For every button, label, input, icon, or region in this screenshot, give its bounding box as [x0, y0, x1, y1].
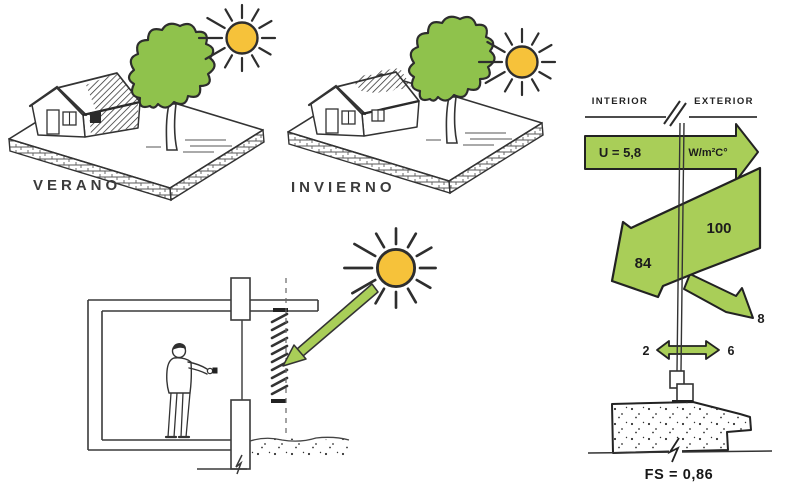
interior-label: INTERIOR — [592, 96, 649, 107]
verano-label: VERANO — [33, 177, 121, 194]
window-frame — [669, 370, 694, 405]
u-value-arrow — [584, 123, 759, 182]
sun-beam-arrow — [282, 283, 379, 367]
lintel-column — [230, 277, 251, 321]
wall-shade-hatch — [89, 103, 138, 135]
room-section-scene — [87, 226, 438, 475]
conv-interior-value: 2 — [643, 344, 650, 358]
reflected-value: 8 — [757, 311, 764, 326]
invierno-scene: INVIERNO — [287, 15, 557, 196]
exterior-ground — [250, 438, 351, 456]
incident-value: 100 — [706, 220, 731, 237]
person-figure — [164, 343, 218, 439]
reflected-arrow-8 — [683, 273, 754, 319]
ground-line — [197, 454, 247, 475]
u-value-text: U = 5,8 — [599, 145, 641, 160]
concrete-sill-texture — [612, 402, 751, 453]
solar-factor-label: FS = 0,86 — [645, 467, 714, 483]
u-units-text: W/m²C° — [688, 147, 727, 159]
break-symbol — [663, 100, 687, 127]
roof-shade-hatch — [355, 68, 411, 94]
flow-diagram: INTERIOR EXTERIOR U = 5,8 W/m²C° 100 84 … — [584, 96, 773, 483]
incident-transmitted-arrow — [610, 166, 762, 299]
exchange-arrow — [656, 340, 720, 360]
transmitted-value: 84 — [635, 255, 652, 272]
roof-shade-hatch — [86, 73, 140, 113]
conv-exterior-value: 6 — [728, 344, 735, 358]
exterior-label: EXTERIOR — [694, 96, 754, 107]
shaded-window — [90, 112, 101, 123]
verano-scene: VERANO — [8, 3, 277, 201]
sill-break-symbol — [667, 437, 680, 463]
invierno-label: INVIERNO — [291, 179, 396, 196]
glass-pane-line — [676, 122, 685, 372]
